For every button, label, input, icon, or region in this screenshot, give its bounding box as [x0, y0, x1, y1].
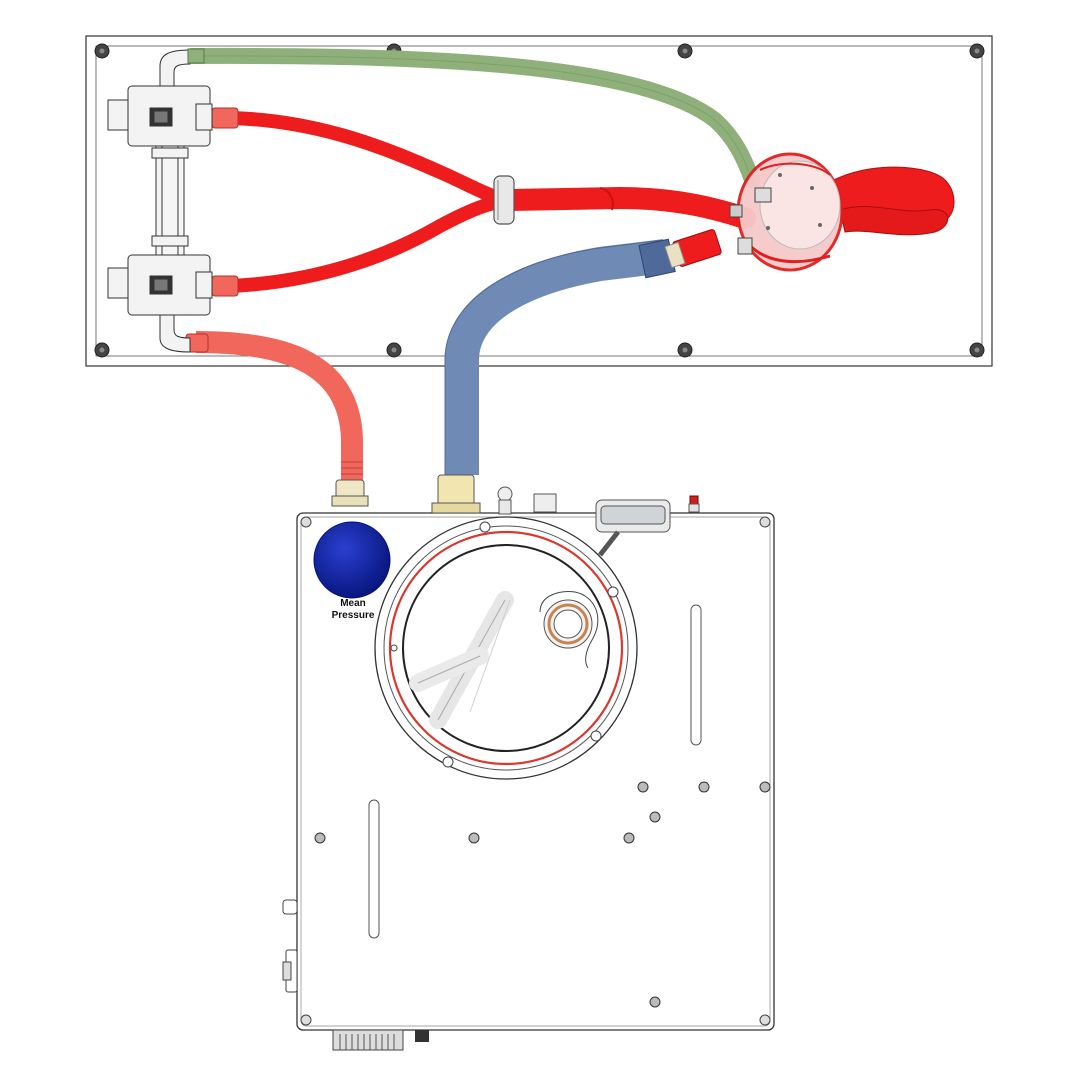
heart-model [729, 152, 955, 272]
mean-pressure-label-line1: Mean [340, 598, 366, 609]
red-tube [195, 331, 363, 480]
heart-inlet-fitting [664, 229, 722, 269]
mean-pressure-label-line2: Pressure [331, 610, 375, 621]
mean-pressure-label: Mean Pressure [316, 598, 390, 622]
reservoir-window [374, 516, 638, 780]
mean-pressure-gauge [313, 521, 391, 599]
tube-clamp [493, 175, 515, 225]
blue-tube [445, 239, 668, 475]
valve-manifold [107, 48, 213, 353]
reservoir-top-fittings [331, 474, 700, 557]
